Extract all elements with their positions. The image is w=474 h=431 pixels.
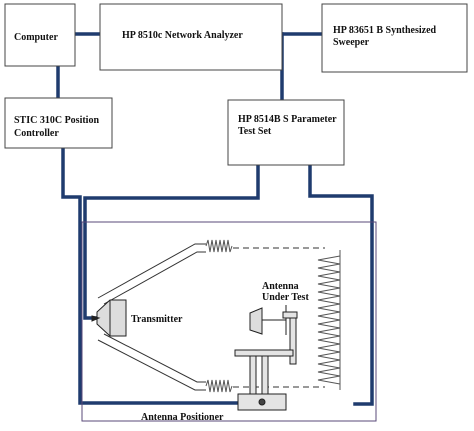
aut-label-line2: Under Test: [262, 292, 309, 303]
sweeper-label-line2: Sweeper: [333, 37, 370, 48]
antenna-under-test: [249, 305, 287, 335]
aut-label-line1: Antenna: [262, 281, 299, 292]
position-controller-label-line1: STIC 310C Position: [14, 115, 99, 126]
box-computer: Computer: [4, 3, 76, 67]
cable-testset-aut: [308, 163, 374, 406]
cables: [56, 32, 374, 406]
transmitter-horn: [91, 299, 127, 337]
box-position-controller: STIC 310C Position Controller: [4, 97, 113, 149]
sweeper-label-line1: HP 83651 B Synthesized: [333, 25, 437, 36]
computer-label: Computer: [14, 32, 58, 43]
network-analyzer-label: HP 8510c Network Analyzer: [122, 30, 243, 41]
box-sweeper: HP 83651 B Synthesized Sweeper: [321, 3, 468, 73]
cable-controller-positioner: [61, 146, 257, 405]
absorber-lower: [205, 379, 233, 393]
absorber-upper: [205, 239, 233, 253]
cable-testset-transmitter: [83, 163, 260, 320]
test-set-label-line1: HP 8514B S Parameter: [238, 114, 337, 125]
box-s-parameter-test-set: HP 8514B S Parameter Test Set: [227, 99, 345, 166]
position-controller-label-line2: Controller: [14, 128, 59, 139]
box-network-analyzer: HP 8510c Network Analyzer: [99, 3, 283, 71]
test-set-label-line2: Test Set: [238, 126, 272, 137]
reflector-structure: [97, 243, 325, 391]
anechoic-chamber: [81, 221, 377, 422]
absorber-wall: [317, 250, 341, 390]
antenna-positioner: [234, 311, 298, 411]
transmitter-label: Transmitter: [131, 314, 183, 325]
positioner-label: Antenna Positioner: [141, 412, 224, 423]
